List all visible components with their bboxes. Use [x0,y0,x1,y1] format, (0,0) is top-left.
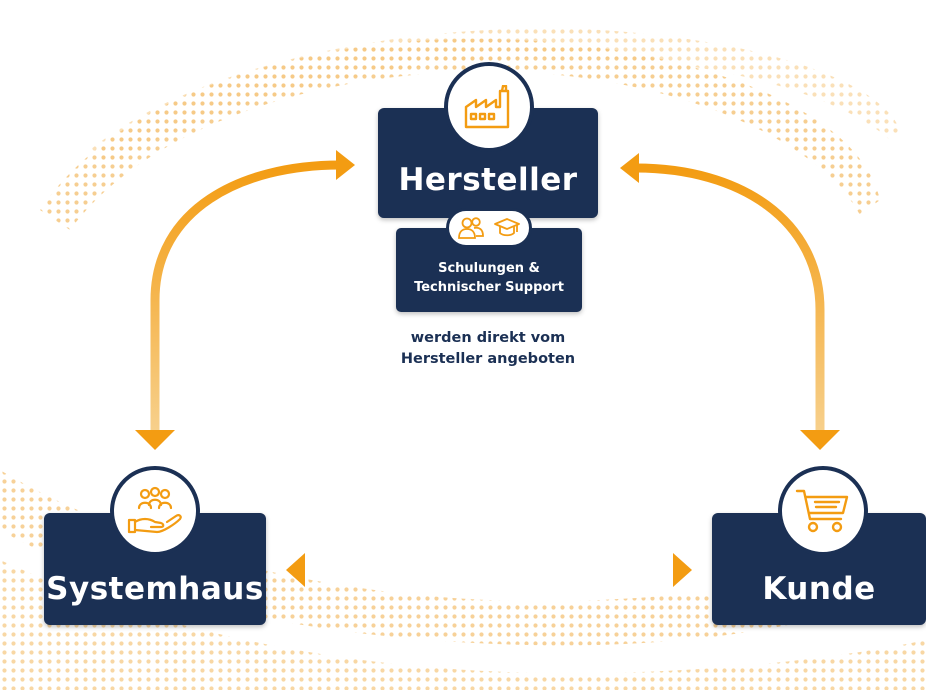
support-icons-pill [446,208,532,248]
users-icon [458,217,484,239]
hersteller-label: Hersteller [398,162,578,198]
systemhaus-label: Systemhaus [46,571,264,607]
note-line-1: werden direkt vom [410,330,566,346]
arrowhead-to-systemhaus [135,430,175,450]
note-text: werden direkt vom Hersteller angeboten [368,328,608,370]
note-line-2: Hersteller angeboten [400,351,576,367]
systemhaus-box: Systemhaus [44,513,266,625]
factory-icon [464,85,510,129]
hand-with-people-icon [127,486,182,534]
support-box: Schulungen & Technischer Support [396,228,582,312]
arrow-systemhaus-hersteller [150,160,341,432]
arrow-hersteller-kunde [635,163,825,432]
systemhaus-icon-circle [110,466,200,556]
kunde-icon-circle [778,466,868,556]
graduation-cap-icon [494,218,520,237]
arrowhead-to-kunde [800,430,840,450]
arrowhead-to-systemhaus-horizontal [286,553,305,587]
arrowhead-to-kunde-horizontal [673,553,692,587]
shopping-cart-icon [795,489,849,533]
hersteller-icon-circle [444,62,534,152]
arrowhead-to-hersteller-left [336,150,355,180]
support-line-2: Technischer Support [414,280,564,295]
support-line-1: Schulungen & [438,261,540,276]
arrowhead-to-hersteller-right [620,153,639,183]
kunde-label: Kunde [762,571,876,607]
